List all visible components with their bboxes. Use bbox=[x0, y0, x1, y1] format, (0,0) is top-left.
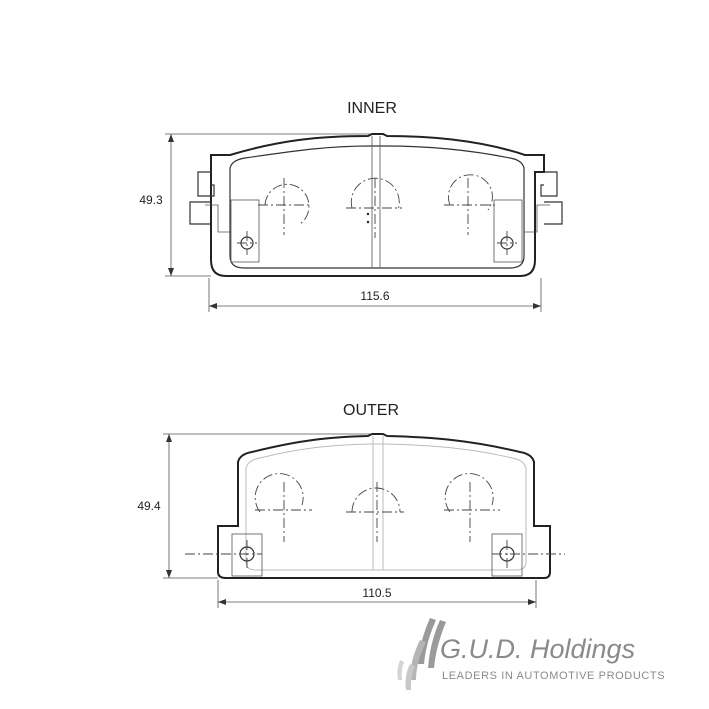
inner-piston-right bbox=[444, 174, 496, 235]
outer-title: OUTER bbox=[343, 402, 399, 419]
outer-piston-center bbox=[346, 482, 404, 542]
inner-friction-material bbox=[229, 145, 525, 269]
inner-height-arrow-bottom bbox=[168, 268, 174, 276]
inner-right-clip bbox=[493, 199, 523, 263]
outer-width-arrow-right bbox=[528, 599, 536, 605]
outer-height-arrow-bottom bbox=[166, 570, 172, 578]
inner-piston-center bbox=[346, 177, 402, 238]
outer-width-label: 110.5 bbox=[362, 586, 391, 600]
inner-pad-diagram: INNER bbox=[139, 100, 563, 312]
inner-left-hole bbox=[237, 231, 257, 255]
outer-left-lug bbox=[231, 533, 263, 577]
brand-tagline: LEADERS IN AUTOMOTIVE PRODUCTS bbox=[442, 670, 665, 682]
outer-piston-left bbox=[254, 473, 312, 542]
outer-backing-plate bbox=[217, 433, 551, 579]
gud-swoosh-logo-icon bbox=[397, 618, 446, 690]
inner-width-arrow-left bbox=[209, 303, 217, 309]
outer-height-label: 49.4 bbox=[137, 499, 161, 513]
inner-right-tab-edge bbox=[524, 204, 550, 233]
inner-piston-left bbox=[258, 178, 310, 235]
brand-name: G.U.D. Holdings bbox=[440, 634, 635, 664]
inner-right-lower-tab bbox=[544, 201, 563, 225]
outer-width-arrow-left bbox=[218, 599, 226, 605]
inner-backing-plate bbox=[210, 133, 545, 277]
brand-block: G.U.D. Holdings LEADERS IN AUTOMOTIVE PR… bbox=[397, 618, 665, 690]
inner-left-tab-edge bbox=[205, 204, 230, 233]
inner-left-clip bbox=[230, 199, 260, 263]
inner-right-upper-tab bbox=[540, 171, 558, 197]
inner-left-lower-tab bbox=[189, 201, 211, 225]
inner-left-upper-tab bbox=[197, 171, 215, 197]
inner-width-label: 115.6 bbox=[360, 289, 389, 303]
outer-right-hole bbox=[492, 540, 565, 568]
outer-piston-right bbox=[444, 473, 500, 542]
outer-right-lug bbox=[491, 533, 523, 577]
inner-right-hole bbox=[497, 231, 517, 255]
outer-pad-diagram: OUTER bbox=[137, 402, 565, 608]
outer-height-arrow-top bbox=[166, 434, 172, 442]
outer-left-hole bbox=[185, 540, 262, 568]
inner-title: INNER bbox=[347, 100, 397, 117]
inner-height-arrow-top bbox=[168, 134, 174, 142]
inner-height-label: 49.3 bbox=[139, 193, 163, 207]
outer-friction-material bbox=[245, 443, 527, 571]
inner-width-arrow-right bbox=[533, 303, 541, 309]
